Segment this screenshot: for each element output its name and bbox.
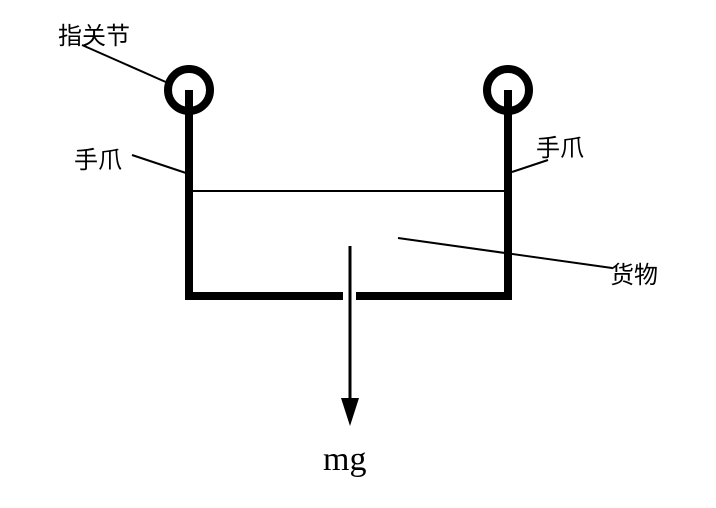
right-claw bbox=[356, 90, 512, 300]
joint-label: 指关节 bbox=[58, 22, 130, 50]
gravity-arrow-head bbox=[341, 398, 359, 426]
right-claw-label: 手爪 bbox=[536, 134, 584, 162]
left-claw-leader-line bbox=[131, 154, 187, 174]
cargo-leader-line bbox=[397, 237, 613, 269]
left-claw bbox=[185, 90, 343, 300]
cargo-label: 货物 bbox=[610, 261, 658, 289]
left-claw-label: 手爪 bbox=[74, 146, 122, 174]
right-claw-leader-line bbox=[511, 159, 549, 173]
force-label: mg bbox=[323, 441, 366, 478]
joint-leader-line bbox=[81, 44, 169, 84]
